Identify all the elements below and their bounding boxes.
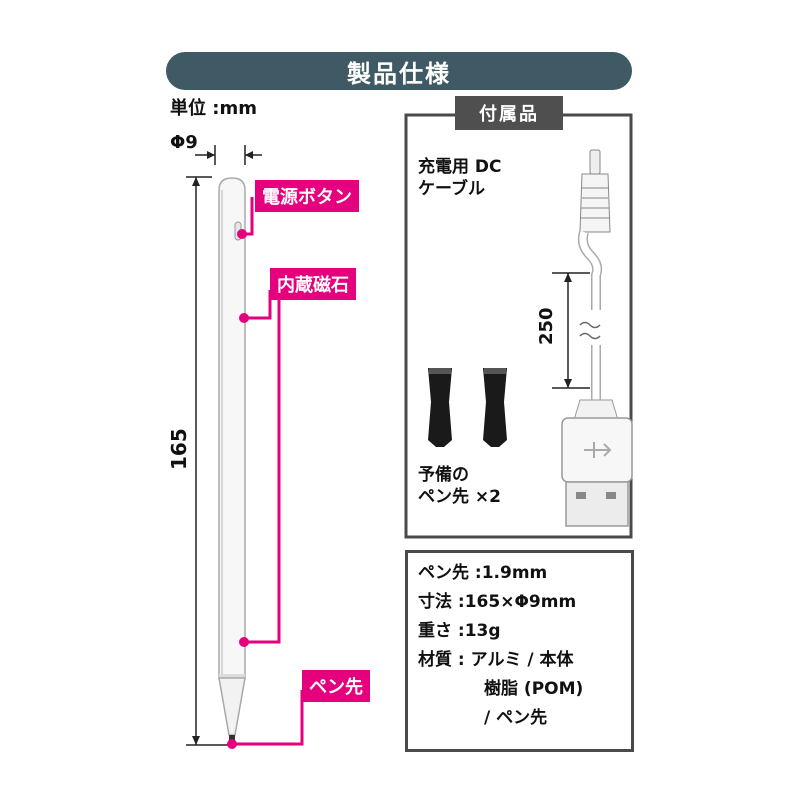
cable-label-line2: ケーブル xyxy=(418,179,485,199)
spec-material-resin: 樹脂 (POM) xyxy=(484,679,584,699)
unit-label: 単位 :mm xyxy=(170,98,257,119)
spec-material: 材質 : アルミ / 本体 xyxy=(418,650,574,670)
page-title: 製品仕様 xyxy=(347,59,451,88)
callout-power-button-label: 電源ボタン xyxy=(262,187,352,208)
callout-magnet-label: 内蔵磁石 xyxy=(277,275,349,296)
diameter-label: Φ9 xyxy=(170,132,198,153)
callout-pen-tip-label: ペン先 xyxy=(309,677,363,698)
dimension-lines xyxy=(186,145,262,746)
page-title-banner: 製品仕様 xyxy=(166,52,632,90)
dc-cable xyxy=(561,149,633,527)
spec-material-tip: / ペン先 xyxy=(484,708,548,728)
spec-weight: 重さ :13g xyxy=(418,621,501,641)
callout-dots xyxy=(227,229,249,749)
stylus-pen xyxy=(218,177,246,745)
accessories-heading: 付属品 xyxy=(455,96,563,130)
callout-pen-tip: ペン先 xyxy=(302,670,370,702)
accessories-heading-label: 付属品 xyxy=(479,104,539,125)
cable-length-label: 250 xyxy=(536,307,557,345)
callout-power-button: 電源ボタン xyxy=(255,180,359,212)
cable-label: 充電用 DC ケーブル xyxy=(418,156,502,200)
spare-tips-label-line2: ペン先 ×2 xyxy=(418,487,501,507)
length-label: 165 xyxy=(167,428,191,470)
dimension-arrowheads xyxy=(192,151,253,745)
spec-pen-tip: ペン先 :1.9mm xyxy=(418,563,548,583)
cable-label-line1: 充電用 DC xyxy=(418,157,502,177)
spare-pen-tips xyxy=(428,368,507,447)
spare-tips-label-line1: 予備の xyxy=(418,465,469,485)
spec-box: ペン先 :1.9mm 寸法 :165×Φ9mm 重さ :13g 材質 : アルミ… xyxy=(405,550,634,752)
spare-tips-label: 予備の ペン先 ×2 xyxy=(418,464,501,508)
spec-dimensions: 寸法 :165×Φ9mm xyxy=(418,592,577,612)
callout-magnet: 内蔵磁石 xyxy=(270,268,356,300)
cable-length-dimension xyxy=(552,272,590,389)
